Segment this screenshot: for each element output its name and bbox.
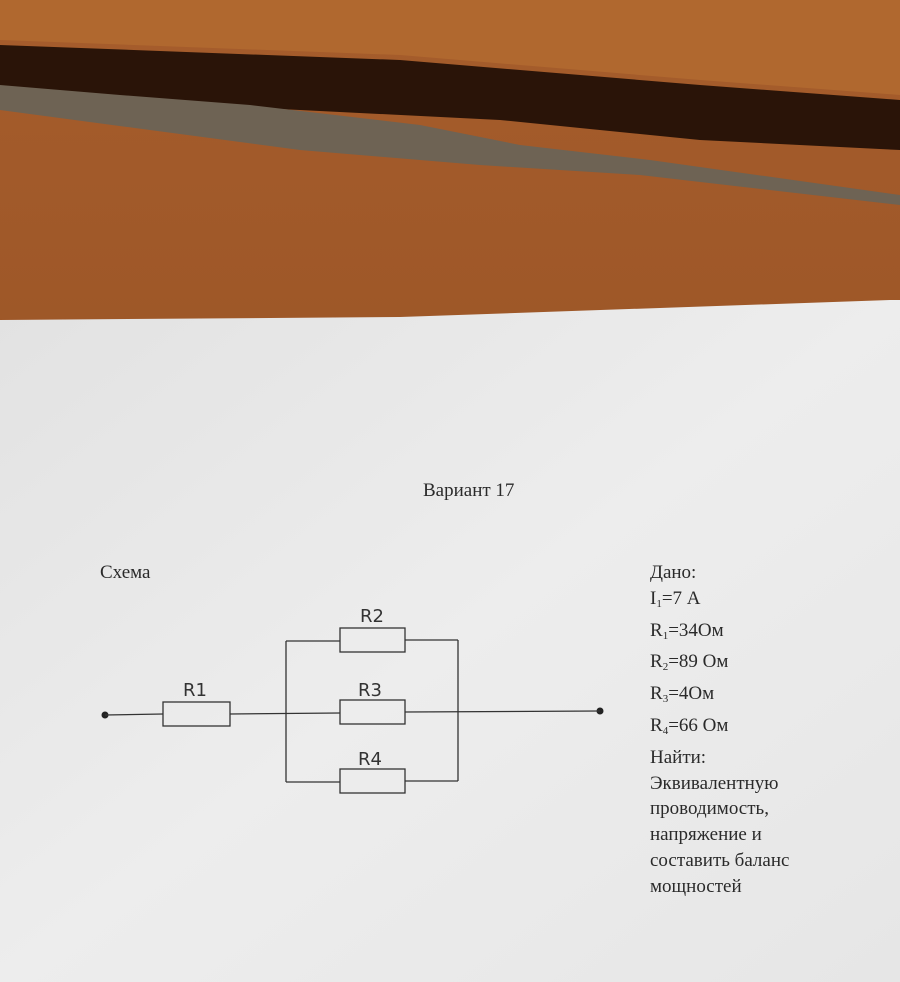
given-item: R4=66 Ом <box>650 714 729 737</box>
wooden-shelf <box>0 0 900 95</box>
r4-label: R4 <box>358 749 382 770</box>
given-heading: Дано: <box>650 562 697 583</box>
given-item: R3=4Ом <box>650 683 715 706</box>
r1-label: R1 <box>183 680 207 701</box>
r3-label: R3 <box>358 680 382 701</box>
resistor-r1 <box>162 701 231 727</box>
wire <box>404 710 601 713</box>
variant-title: Вариант 17 <box>423 480 515 501</box>
find-line: проводимость, <box>650 798 769 820</box>
schema-label: Схема <box>100 562 151 583</box>
given-item: R1=34Ом <box>650 619 724 642</box>
paper-sheet <box>0 300 900 982</box>
given-item: R2=89 Ом <box>650 651 729 674</box>
find-line: напряжение и <box>650 824 762 846</box>
r2-label: R2 <box>360 606 384 627</box>
find-line: составить баланс <box>650 849 790 871</box>
given-item: I1=7 А <box>650 587 701 610</box>
find-heading: Найти: <box>650 746 707 768</box>
resistor-r4 <box>339 768 406 794</box>
wire <box>229 712 341 715</box>
given-block: Дано: I1=7 А R1=34Ом R2=89 Ом R3=4Ом R4=… <box>650 560 789 900</box>
resistor-r2 <box>339 627 406 653</box>
find-line: мощностей <box>650 875 742 897</box>
find-line: Эквивалентную <box>650 772 779 794</box>
gap-shadow <box>0 45 900 150</box>
torn-edge <box>0 85 900 205</box>
resistor-r3 <box>339 699 406 725</box>
wire <box>104 713 164 716</box>
